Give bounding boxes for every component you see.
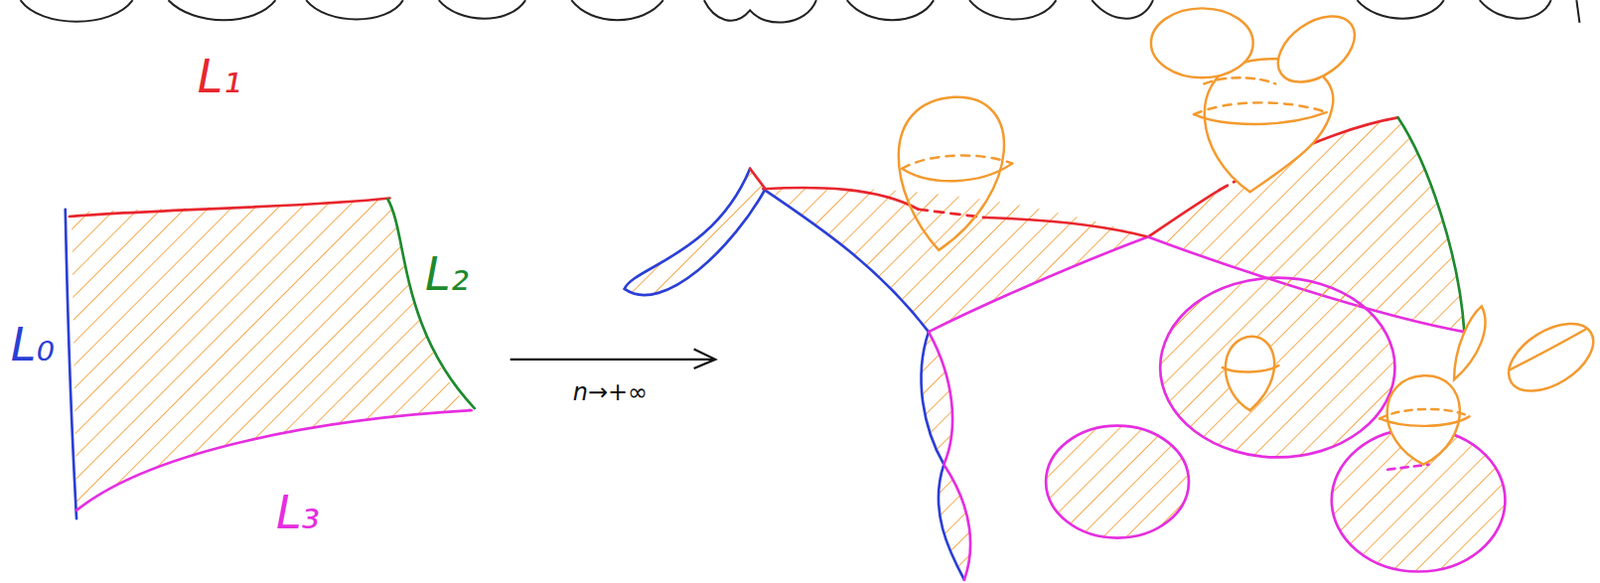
lagrangian-label: L₁ <box>197 53 242 100</box>
limit-arrow <box>510 349 717 370</box>
lagrangian-label: L₀ <box>10 321 55 368</box>
limit-label: n→+∞ <box>573 380 648 405</box>
polygon-before <box>65 197 475 519</box>
broken-configuration <box>624 117 1506 580</box>
lagrangian-label: L₂ <box>425 251 469 297</box>
sphere-bubbles <box>898 2 1600 465</box>
lagrangian-label: L₃ <box>276 489 320 536</box>
